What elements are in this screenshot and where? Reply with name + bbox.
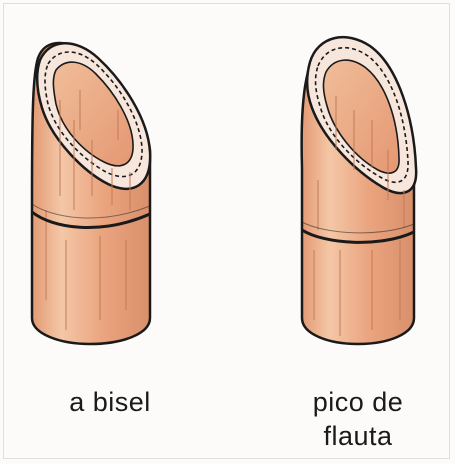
flute-tip-label-line1: pico de: [278, 385, 438, 419]
bevel-cut-caption: a bisel: [20, 385, 200, 419]
flute-tip-cut-stem: [302, 37, 417, 344]
flute-tip-caption: pico de flauta: [278, 385, 438, 453]
flute-tip-label-line2: flauta: [278, 419, 438, 453]
bevel-cut-stem: [32, 43, 150, 344]
bevel-cut-label: a bisel: [20, 385, 200, 419]
